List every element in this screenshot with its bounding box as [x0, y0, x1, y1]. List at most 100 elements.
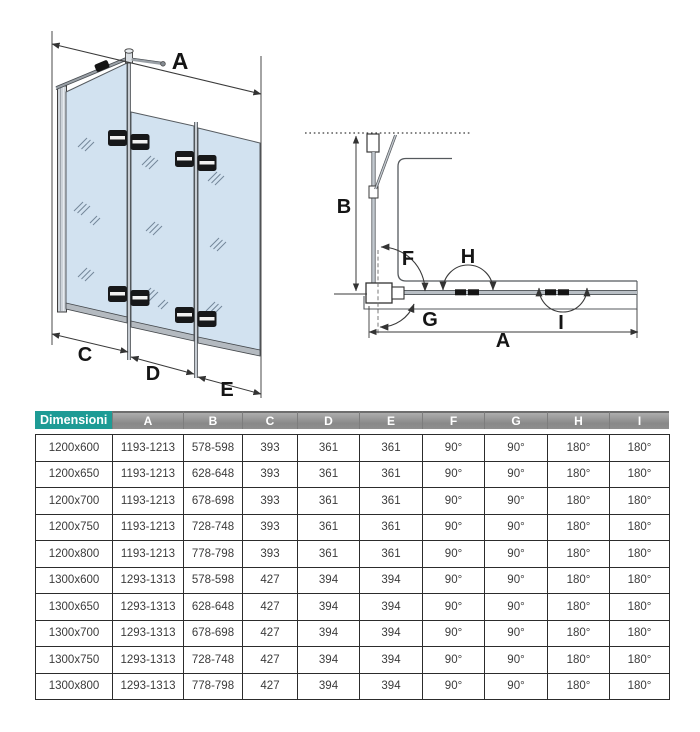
table-cell: 394: [359, 619, 423, 647]
table-cell: 393: [242, 540, 298, 568]
table-cell: 180°: [609, 646, 670, 674]
side-support-bar: [374, 134, 398, 190]
bottom-rim-bars: [65, 302, 261, 357]
table-cell: 778-798: [183, 540, 243, 568]
table-cell: 90°: [484, 566, 548, 594]
table-cell: 628-648: [183, 460, 243, 488]
hinge: [175, 151, 217, 171]
corner-pivot-block: [365, 282, 405, 304]
table-cell: 394: [359, 646, 423, 674]
table-cell: 1200x750: [35, 513, 113, 541]
table-cell: 180°: [547, 593, 610, 621]
wall-profile: [57, 85, 67, 313]
table-cell: 394: [297, 672, 360, 700]
table-cell: 361: [297, 434, 360, 462]
screen-bar: [400, 289, 637, 296]
table-cell: 1200x800: [35, 540, 113, 568]
dim-label-e: E: [220, 379, 233, 401]
table-cell: 90°: [422, 593, 485, 621]
table-cell: 90°: [484, 646, 548, 674]
table-cell: 180°: [547, 566, 610, 594]
table-cell: 1293-1313: [112, 619, 184, 647]
dim-label-c: C: [78, 344, 92, 366]
table-cell: 1200x650: [35, 460, 113, 488]
table-cell: 180°: [609, 540, 670, 568]
table-cell: 394: [297, 566, 360, 594]
table-cell: 361: [359, 460, 423, 488]
table-cell: 180°: [547, 487, 610, 515]
side-profile-bar: [368, 152, 379, 286]
table-cell: 90°: [484, 540, 548, 568]
table-cell: 180°: [609, 672, 670, 700]
angle-label-h: H: [461, 246, 475, 268]
header-cell-H: H: [547, 411, 609, 429]
table-cell: 1193-1213: [112, 513, 184, 541]
table-cell: 361: [359, 540, 423, 568]
panel-swing-outline: [397, 157, 637, 282]
hinge: [108, 130, 150, 150]
table-cell: 180°: [547, 513, 610, 541]
table-cell: 180°: [609, 434, 670, 462]
table-cell: 180°: [547, 434, 610, 462]
angle-label-i: I: [558, 312, 564, 334]
table-cell: 1293-1313: [112, 646, 184, 674]
table-cell: 394: [297, 646, 360, 674]
table-cell: 90°: [422, 672, 485, 700]
table-cell: 778-798: [183, 672, 243, 700]
table-cell: 90°: [484, 593, 548, 621]
table-cell: 1200x600: [35, 434, 113, 462]
dim-label-b: B: [337, 196, 351, 218]
table-cell: 180°: [609, 619, 670, 647]
header-cell-G: G: [484, 411, 547, 429]
header-cell-E: E: [359, 411, 422, 429]
table-cell: 394: [359, 566, 423, 594]
table-cell: 1193-1213: [112, 487, 184, 515]
table-cell: 361: [359, 434, 423, 462]
table-cell: 678-698: [183, 619, 243, 647]
table-cell: 361: [297, 540, 360, 568]
table-cell: 393: [242, 513, 298, 541]
table-cell: 361: [359, 487, 423, 515]
table-cell: 90°: [422, 566, 485, 594]
table-cell: 427: [242, 646, 298, 674]
table-cell: 180°: [547, 540, 610, 568]
table-cell: 394: [359, 593, 423, 621]
table-cell: 393: [242, 487, 298, 515]
header-cell-B: B: [183, 411, 242, 429]
table-cell: 1193-1213: [112, 540, 184, 568]
table-cell: 678-698: [183, 487, 243, 515]
table-cell: 90°: [422, 513, 485, 541]
header-cell-C: C: [242, 411, 297, 429]
angle-label-f: F: [402, 248, 414, 270]
header-cell-dimensioni: Dimensioni: [35, 411, 112, 429]
table-cell: 1293-1313: [112, 672, 184, 700]
table-cell: 90°: [422, 540, 485, 568]
table-cell: 427: [242, 593, 298, 621]
table-cell: 180°: [609, 513, 670, 541]
hinge: [108, 286, 150, 306]
table-cell: 361: [359, 513, 423, 541]
table-cell: 1193-1213: [112, 434, 184, 462]
header-cell-F: F: [422, 411, 484, 429]
table-cell: 394: [297, 593, 360, 621]
glass-panel-1: [65, 62, 128, 323]
dim-label-d: D: [146, 363, 160, 385]
table-cell: 90°: [484, 460, 548, 488]
table-cell: 90°: [484, 672, 548, 700]
table-cell: 90°: [422, 646, 485, 674]
table-cell: 180°: [609, 487, 670, 515]
side-dimension-lines: [334, 135, 639, 338]
table-cell: 393: [242, 460, 298, 488]
table-cell: 90°: [422, 434, 485, 462]
table-cell: 1300x650: [35, 593, 113, 621]
